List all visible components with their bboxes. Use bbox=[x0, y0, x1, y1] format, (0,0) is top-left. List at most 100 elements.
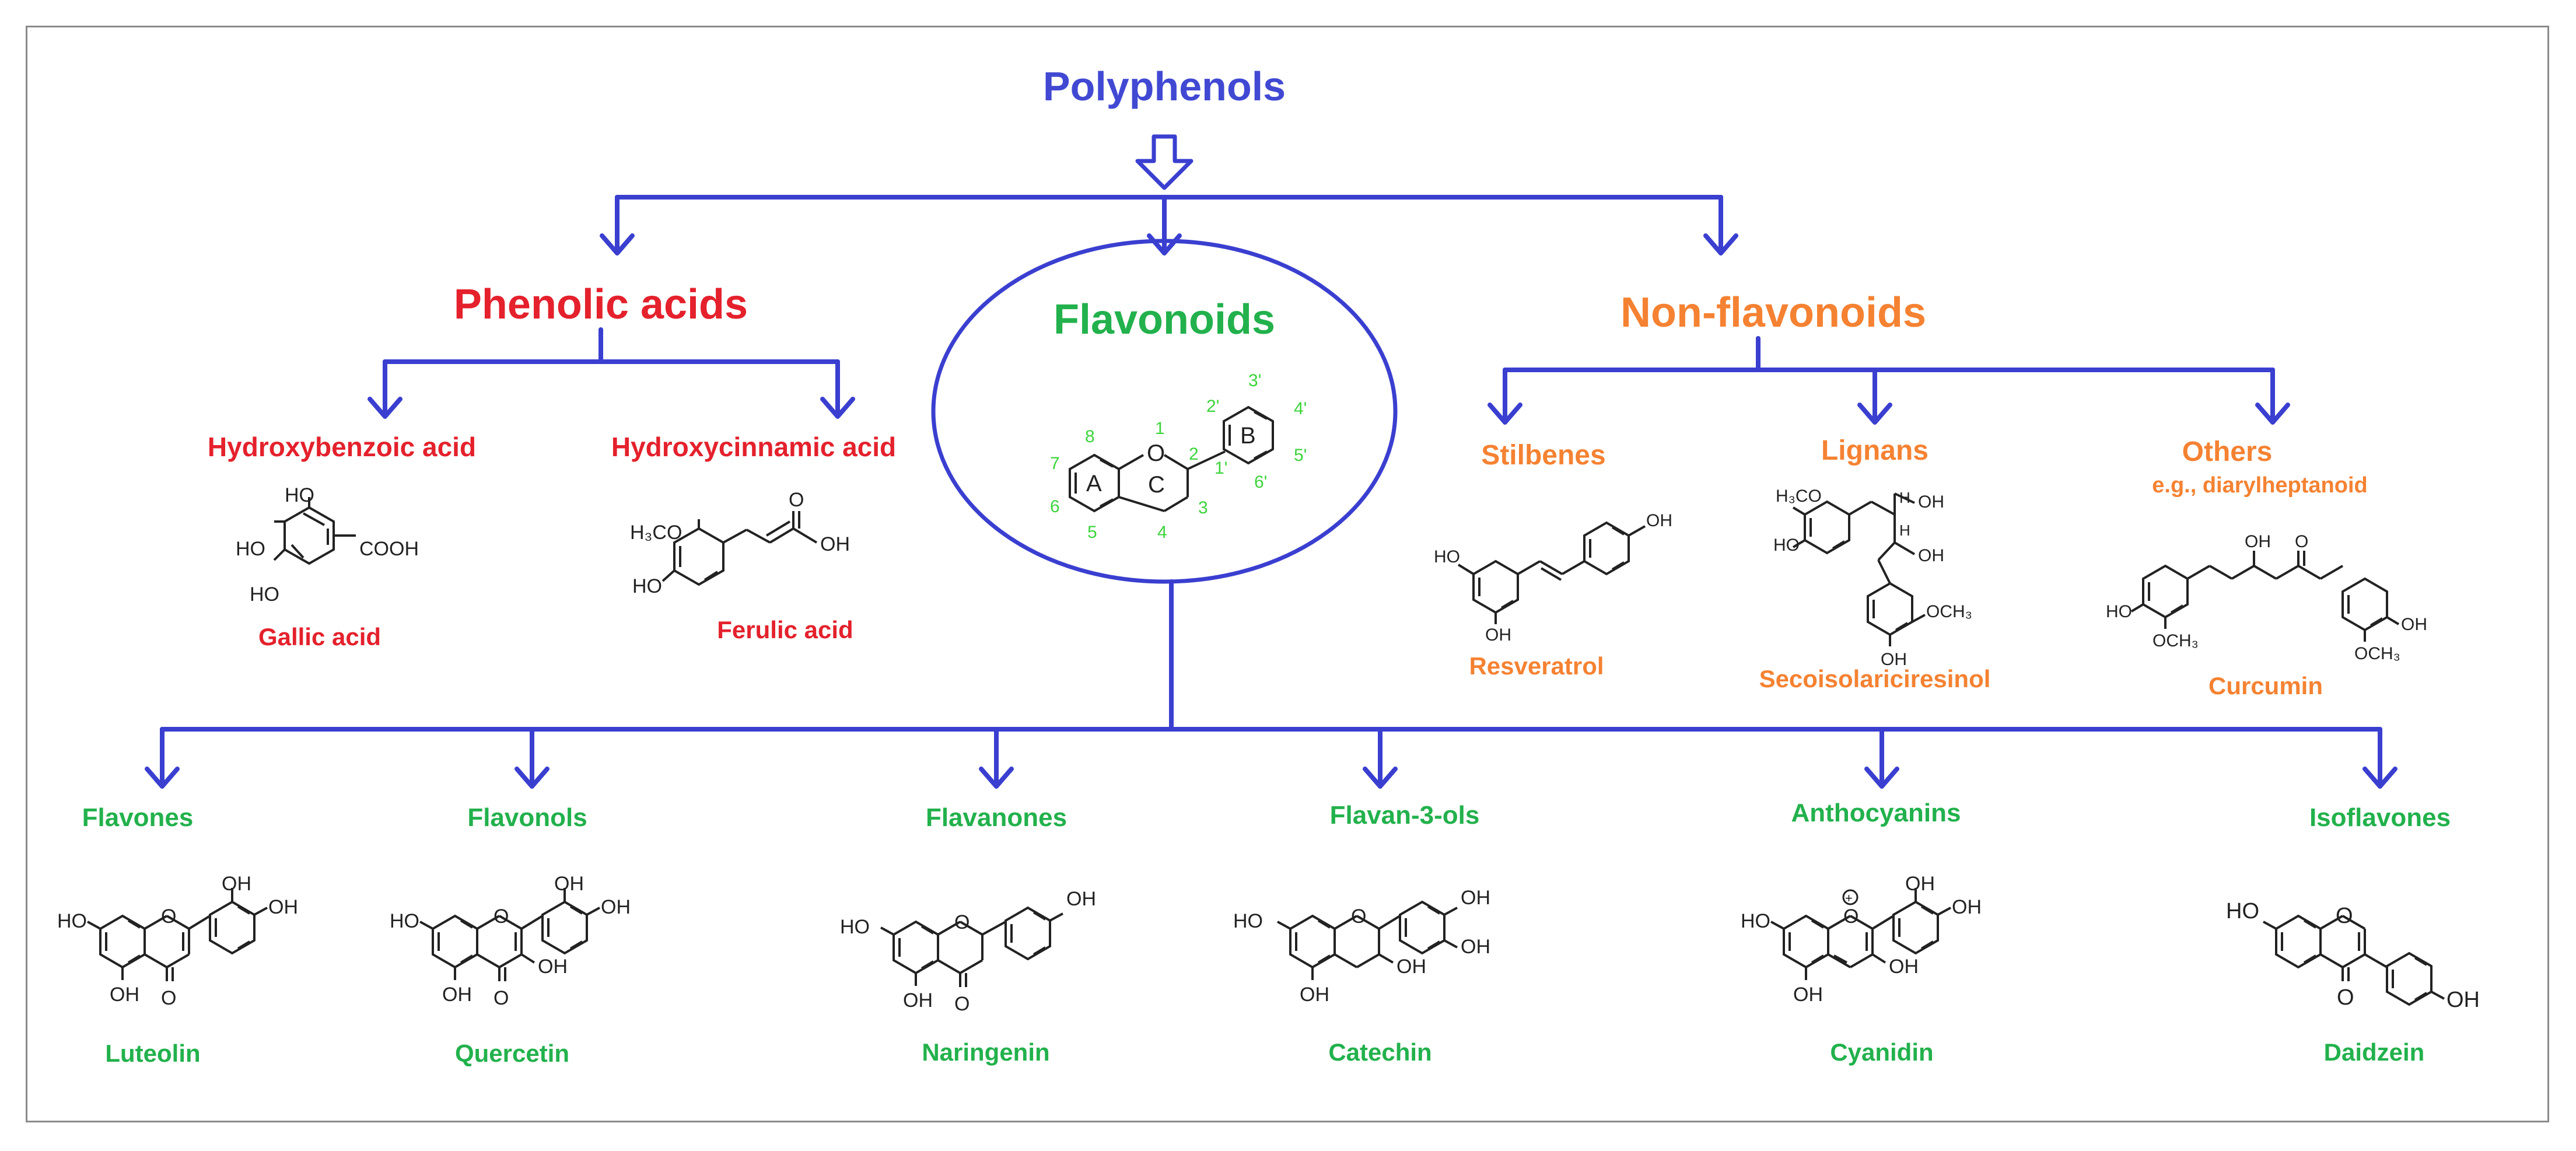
atom-label: HO bbox=[1741, 910, 1770, 932]
luteolin-structure bbox=[87, 888, 268, 981]
flavones-label: Flavones bbox=[82, 803, 194, 832]
atom-label: HO bbox=[250, 583, 279, 606]
atom-label: HO bbox=[285, 484, 314, 506]
core-number: 5' bbox=[1294, 446, 1307, 465]
atom-label: OH bbox=[538, 956, 568, 978]
secoisolariciresinol-name: Secoisolariciresinol bbox=[1759, 665, 1991, 692]
gallic-acid-name: Gallic acid bbox=[258, 623, 381, 650]
flavonoid-core-structure bbox=[1069, 405, 1274, 513]
atom-label: H bbox=[1899, 522, 1910, 539]
stilbenes-label: Stilbenes bbox=[1481, 440, 1605, 471]
atom-label: O bbox=[789, 489, 804, 511]
atom-label: HO bbox=[1773, 536, 1800, 555]
catechin-name: Catechin bbox=[1328, 1038, 1432, 1066]
atom-label: O bbox=[1351, 905, 1366, 928]
others-label: Others bbox=[2182, 436, 2273, 467]
atom-label: OH bbox=[2446, 988, 2480, 1012]
cyanidin-structure bbox=[1770, 888, 1951, 980]
core-oxygen: O bbox=[1147, 440, 1165, 466]
catechin-structure bbox=[1277, 900, 1458, 980]
atom-label: OH bbox=[1646, 511, 1672, 530]
core-number: 7 bbox=[1050, 454, 1060, 473]
core-number: 6 bbox=[1050, 497, 1060, 516]
atom-label: OH bbox=[601, 896, 631, 918]
atom-label: OCH₃ bbox=[2354, 644, 2400, 663]
curcumin-name: Curcumin bbox=[2208, 672, 2323, 699]
hydroxybenzoic-acid-label: Hydroxybenzoic acid bbox=[208, 432, 476, 462]
atom-label: OH bbox=[442, 984, 472, 1006]
atom-label: H bbox=[1899, 489, 1910, 506]
atom-label: OH bbox=[1881, 650, 1907, 669]
core-number: 2' bbox=[1206, 397, 1219, 416]
atom-label: OH bbox=[903, 989, 933, 1012]
atom-label: OH bbox=[1066, 888, 1096, 910]
core-ring-a: A bbox=[1086, 471, 1102, 496]
atom-label: OH bbox=[1918, 492, 1944, 512]
core-number: 1' bbox=[1214, 459, 1227, 478]
core-number: 6' bbox=[1254, 473, 1267, 492]
atom-label: HO bbox=[390, 910, 419, 932]
core-number: 4' bbox=[1294, 399, 1307, 418]
quercetin-structure bbox=[419, 888, 600, 981]
core-number: 1 bbox=[1155, 419, 1165, 438]
gallic-acid-structure bbox=[273, 497, 356, 565]
atom-label: O bbox=[494, 987, 509, 1009]
atom-label: OH bbox=[1396, 956, 1426, 978]
core-number: 4 bbox=[1157, 523, 1167, 542]
connectors bbox=[145, 134, 2398, 789]
core-number: 8 bbox=[1085, 427, 1095, 446]
non-flavonoids-label: Non-flavonoids bbox=[1620, 289, 1926, 336]
ferulic-acid-structure bbox=[662, 511, 818, 586]
atom-label: COOH bbox=[359, 538, 419, 560]
atom-label: H₃CO bbox=[1776, 487, 1822, 506]
atom-label: O bbox=[161, 987, 176, 1009]
atom-label: OH bbox=[2245, 532, 2271, 551]
atom-label: HO bbox=[1434, 547, 1460, 566]
atom-label: HO bbox=[57, 910, 87, 932]
atom-label: OH bbox=[2401, 615, 2427, 634]
atom-label: OCH₃ bbox=[2152, 631, 2199, 650]
core-number: 5 bbox=[1087, 523, 1097, 542]
atom-label: HO bbox=[2106, 602, 2132, 621]
atom-label: HO bbox=[1233, 910, 1263, 932]
atom-label: O bbox=[954, 911, 970, 933]
anthocyanins-label: Anthocyanins bbox=[1791, 799, 1961, 827]
atom-label: OH bbox=[1793, 984, 1823, 1006]
atom-label: O bbox=[2337, 985, 2354, 1010]
atom-label: OH bbox=[554, 873, 584, 895]
flavonoids-ellipse bbox=[931, 239, 1398, 584]
core-number: 2 bbox=[1189, 445, 1199, 464]
atom-label: HO bbox=[840, 916, 870, 938]
atom-label: OH bbox=[110, 984, 139, 1006]
atom-label: H₃CO bbox=[630, 522, 682, 544]
atom-label: OH bbox=[1952, 896, 1982, 918]
others-sublabel: e.g., diarylheptanoid bbox=[2152, 473, 2368, 498]
flavanones-label: Flavanones bbox=[926, 803, 1067, 832]
cation-charge: + bbox=[1845, 891, 1853, 905]
atom-label: OCH₃ bbox=[1926, 602, 1972, 621]
atom-label: OH bbox=[1918, 546, 1944, 565]
atom-label: OH bbox=[1461, 936, 1490, 958]
resveratrol-name: Resveratrol bbox=[1469, 652, 1604, 680]
atom-label: OH bbox=[1485, 625, 1511, 645]
cyanidin-name: Cyanidin bbox=[1830, 1038, 1933, 1066]
ferulic-acid-name: Ferulic acid bbox=[717, 616, 853, 643]
isoflavones-label: Isoflavones bbox=[2309, 803, 2451, 832]
atom-label: OH bbox=[1461, 887, 1490, 909]
atom-label: O bbox=[2336, 904, 2353, 928]
flavonols-label: Flavonols bbox=[467, 803, 587, 832]
arrowhead bbox=[600, 233, 635, 256]
core-ring-c: C bbox=[1148, 472, 1165, 498]
core-number: 3' bbox=[1248, 371, 1261, 390]
hydroxycinnamic-acid-label: Hydroxycinnamic acid bbox=[611, 432, 896, 462]
secoisolariciresinol-structure bbox=[1792, 492, 1926, 646]
atom-label: HO bbox=[236, 538, 265, 560]
curcumin-structure bbox=[2130, 551, 2400, 642]
flavonoids-label: Flavonoids bbox=[1054, 296, 1275, 343]
luteolin-name: Luteolin bbox=[105, 1040, 200, 1067]
phenolic-acids-label: Phenolic acids bbox=[454, 281, 748, 328]
resveratrol-structure bbox=[1457, 521, 1646, 624]
atom-label: O bbox=[494, 905, 509, 928]
naringenin-structure bbox=[880, 906, 1063, 987]
